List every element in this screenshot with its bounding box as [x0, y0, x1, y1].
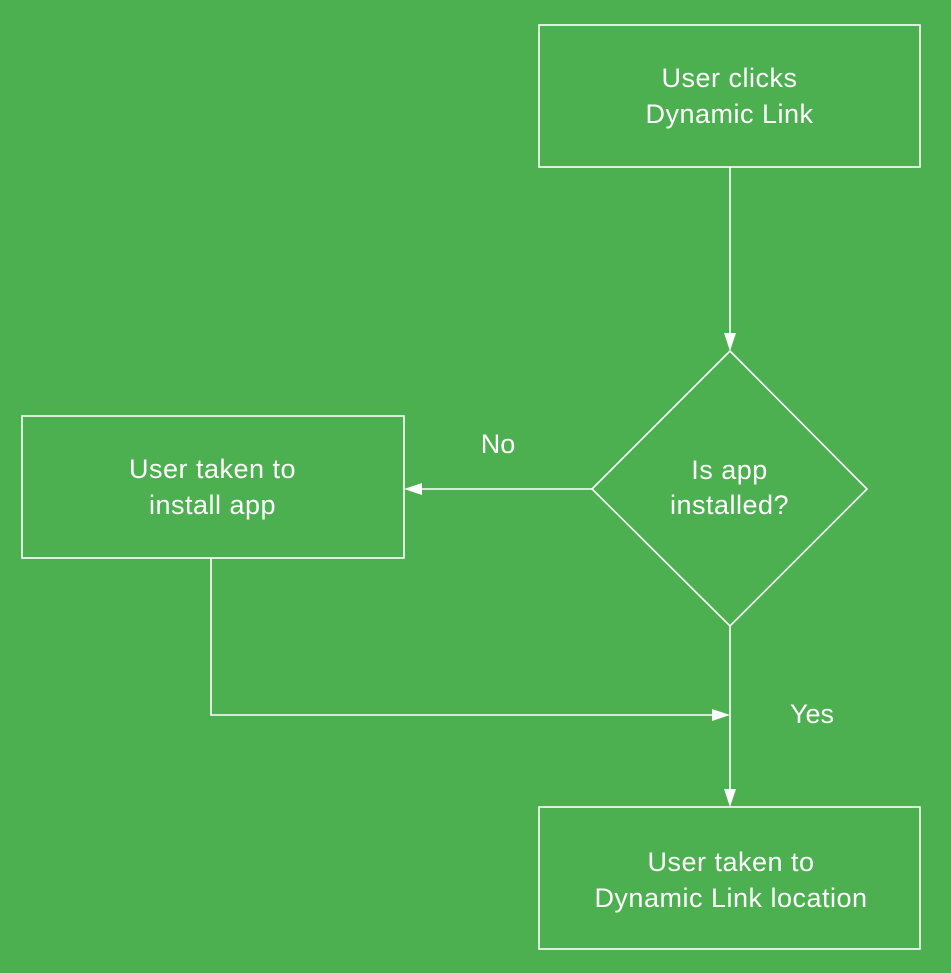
node-is-app-installed-diamond	[590, 349, 869, 628]
node-user-taken-to-location: User taken to Dynamic Link location	[538, 806, 921, 950]
edge-decision-no-arrowhead	[404, 483, 422, 495]
edge-label-yes: Yes	[790, 699, 834, 729]
node-user-taken-to-location-line2: Dynamic Link location	[594, 883, 867, 913]
edge-install-to-destination-line	[210, 558, 714, 716]
edge-decision-yes-arrowhead	[724, 789, 736, 807]
node-user-taken-to-location-box	[538, 806, 921, 950]
node-user-taken-to-install: User taken to install app	[21, 415, 405, 559]
node-user-clicks-link-line1: User clicks	[661, 63, 797, 93]
node-user-taken-to-install-line1: User taken to	[129, 454, 296, 484]
node-user-clicks-link-box	[538, 24, 921, 168]
edge-install-to-destination	[210, 558, 730, 721]
node-is-app-installed-line2: installed?	[670, 490, 789, 520]
node-is-app-installed-line1: Is app	[691, 455, 768, 485]
node-is-app-installed: Is app installed?	[590, 349, 869, 628]
edge-decision-no: No	[404, 429, 592, 495]
node-user-taken-to-install-box	[21, 415, 405, 559]
edge-decision-yes: Yes	[724, 626, 834, 807]
edge-install-to-destination-arrowhead	[712, 709, 730, 721]
node-user-clicks-link: User clicks Dynamic Link	[538, 24, 921, 168]
edge-start-to-decision	[724, 167, 736, 351]
node-user-taken-to-location-line1: User taken to	[647, 847, 814, 877]
node-user-clicks-link-line2: Dynamic Link	[645, 99, 813, 129]
edge-label-no: No	[481, 429, 516, 459]
node-user-taken-to-install-line2: install app	[149, 490, 276, 520]
edge-start-to-decision-arrowhead	[724, 333, 736, 351]
